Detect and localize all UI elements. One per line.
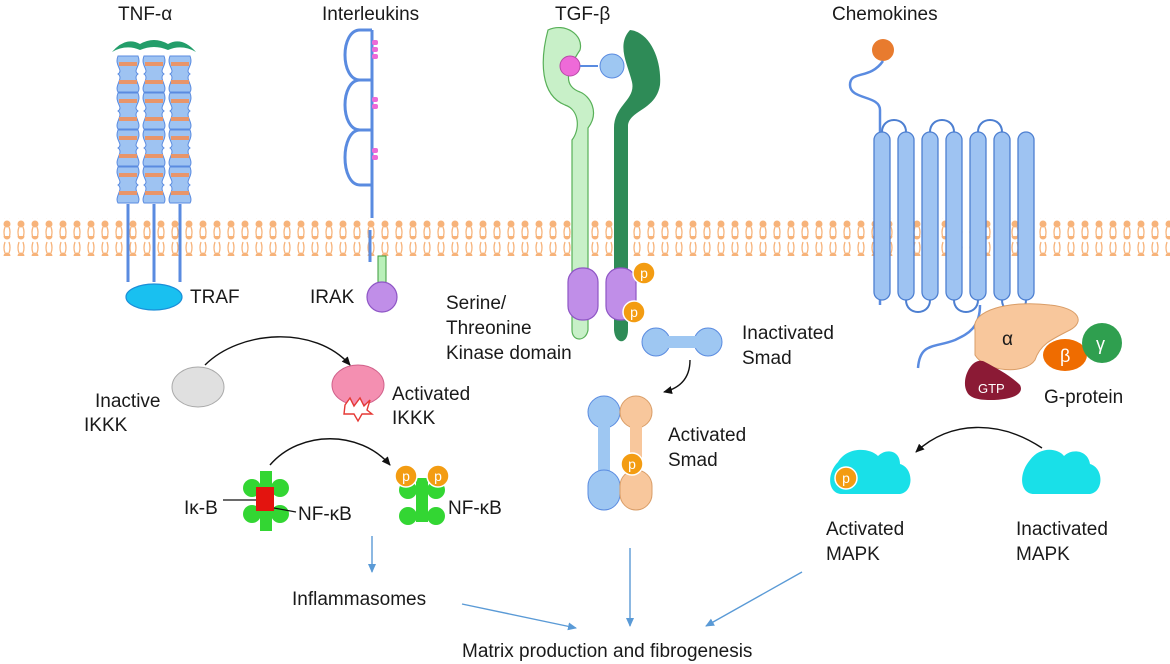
tgf-receptor (542, 27, 661, 342)
phospho-label: p (402, 468, 410, 484)
interleukins-label: Interleukins (322, 4, 420, 25)
activated-smad-line2: Smad (668, 450, 718, 471)
smad-group (587, 327, 723, 511)
phosphate-groups: p p p p p p (394, 261, 858, 490)
tnf-receptor (112, 40, 196, 311)
g-alpha-label: α (1002, 329, 1013, 350)
g-gamma-label: γ (1096, 334, 1105, 354)
ikb-label: Iκ-B (184, 498, 218, 519)
activated-ikkk-star (343, 396, 374, 423)
g-protein-label: G-protein (1044, 387, 1124, 408)
inactivated-smad-line2: Smad (742, 348, 792, 369)
activated-ikkk-shape (331, 364, 385, 406)
tnf-ligand-cap (112, 40, 196, 52)
chemokine-ligand (872, 39, 894, 61)
tnf-receptor-chain (142, 55, 166, 282)
phospho-label: p (434, 468, 442, 484)
kinase-domain-line2: Threonine (446, 318, 532, 339)
activated-smad-shape (587, 395, 653, 511)
tnf-receptor-chain (168, 55, 192, 282)
nfkb-phospho-1: p (394, 464, 418, 488)
kinase-domain-line1: Serine/ (446, 293, 507, 314)
inflammasomes-label: Inflammasomes (292, 589, 427, 610)
gtp-shape (964, 360, 1021, 400)
ikkk-group (171, 336, 385, 423)
inactivated-mapk-line1: Inactivated (1016, 519, 1108, 540)
phospho-label: p (630, 304, 638, 320)
matrix-fibrogenesis-label: Matrix production and fibrogenesis (462, 641, 753, 662)
nfkb-release-arrow (269, 438, 391, 466)
nfkb-bound-label: NF-κB (298, 504, 352, 525)
chemokine-receptor (848, 39, 1035, 369)
phospho-label: p (628, 456, 636, 472)
gtp-label: GTP (978, 381, 1005, 396)
inactive-ikkk-line1: Inactive (95, 391, 161, 412)
inactivated-smad-line1: Inactivated (742, 323, 834, 344)
nfkb-phospho-2: p (426, 464, 450, 488)
ikb-block (256, 487, 274, 511)
tgf-beta-label: TGF-β (555, 4, 611, 25)
g-gamma-subunit (1082, 323, 1122, 363)
inactivated-smad-shape (641, 327, 723, 357)
mapk-group (830, 426, 1101, 494)
g-beta-label: β (1060, 346, 1070, 366)
gpcr-helix (969, 131, 987, 301)
activated-mapk-line1: Activated (826, 519, 905, 540)
tgf-phospho-2: p (622, 300, 646, 324)
phospho-label: p (640, 265, 648, 281)
kinase-domain-left (567, 267, 599, 321)
irak-adaptor (366, 281, 398, 313)
nfkb-free-label: NF-κB (448, 498, 502, 519)
tnf-receptor-chain (116, 55, 140, 282)
inactivated-mapk-line2: MAPK (1016, 544, 1070, 565)
activated-smad-line1: Activated (668, 425, 747, 446)
gpcr-helix (1017, 131, 1035, 301)
gpcr-helix (897, 131, 915, 301)
g-alpha-subunit (974, 303, 1079, 371)
activated-mapk-line2: MAPK (826, 544, 880, 565)
g-protein-complex (964, 303, 1122, 400)
tnf-alpha-label: TNF-α (118, 4, 173, 25)
gpcr-helix (921, 131, 939, 301)
inactivated-mapk-shape (1022, 449, 1101, 494)
output-arrows (368, 536, 803, 631)
phospho-label: p (842, 470, 850, 486)
g-beta-subunit (1043, 339, 1087, 371)
tgf-phospho-1: p (632, 261, 656, 285)
ikkk-activation-arrow (204, 336, 351, 366)
kinase-domain-line3: Kinase domain (446, 343, 572, 364)
traf-adaptor (125, 283, 183, 311)
mapk-phospho: p (834, 466, 858, 490)
inactive-ikkk-line2: IKKK (84, 415, 128, 436)
traf-label: TRAF (190, 287, 240, 308)
smad-phospho: p (620, 452, 644, 476)
gpcr-helix (993, 131, 1011, 301)
irak-label: IRAK (310, 287, 355, 308)
gpcr-helices (873, 119, 1035, 313)
gpcr-helix (873, 131, 891, 301)
interleukin-receptor (343, 28, 398, 313)
inactive-ikkk-shape (171, 366, 225, 408)
smad-activation-arrow (663, 359, 691, 394)
activated-ikkk-line1: Activated (392, 384, 471, 405)
activated-ikkk-line2: IKKK (392, 408, 436, 429)
chemokines-label: Chemokines (832, 4, 938, 25)
mapk-activation-arrow (915, 426, 1043, 453)
gpcr-helix (945, 131, 963, 301)
